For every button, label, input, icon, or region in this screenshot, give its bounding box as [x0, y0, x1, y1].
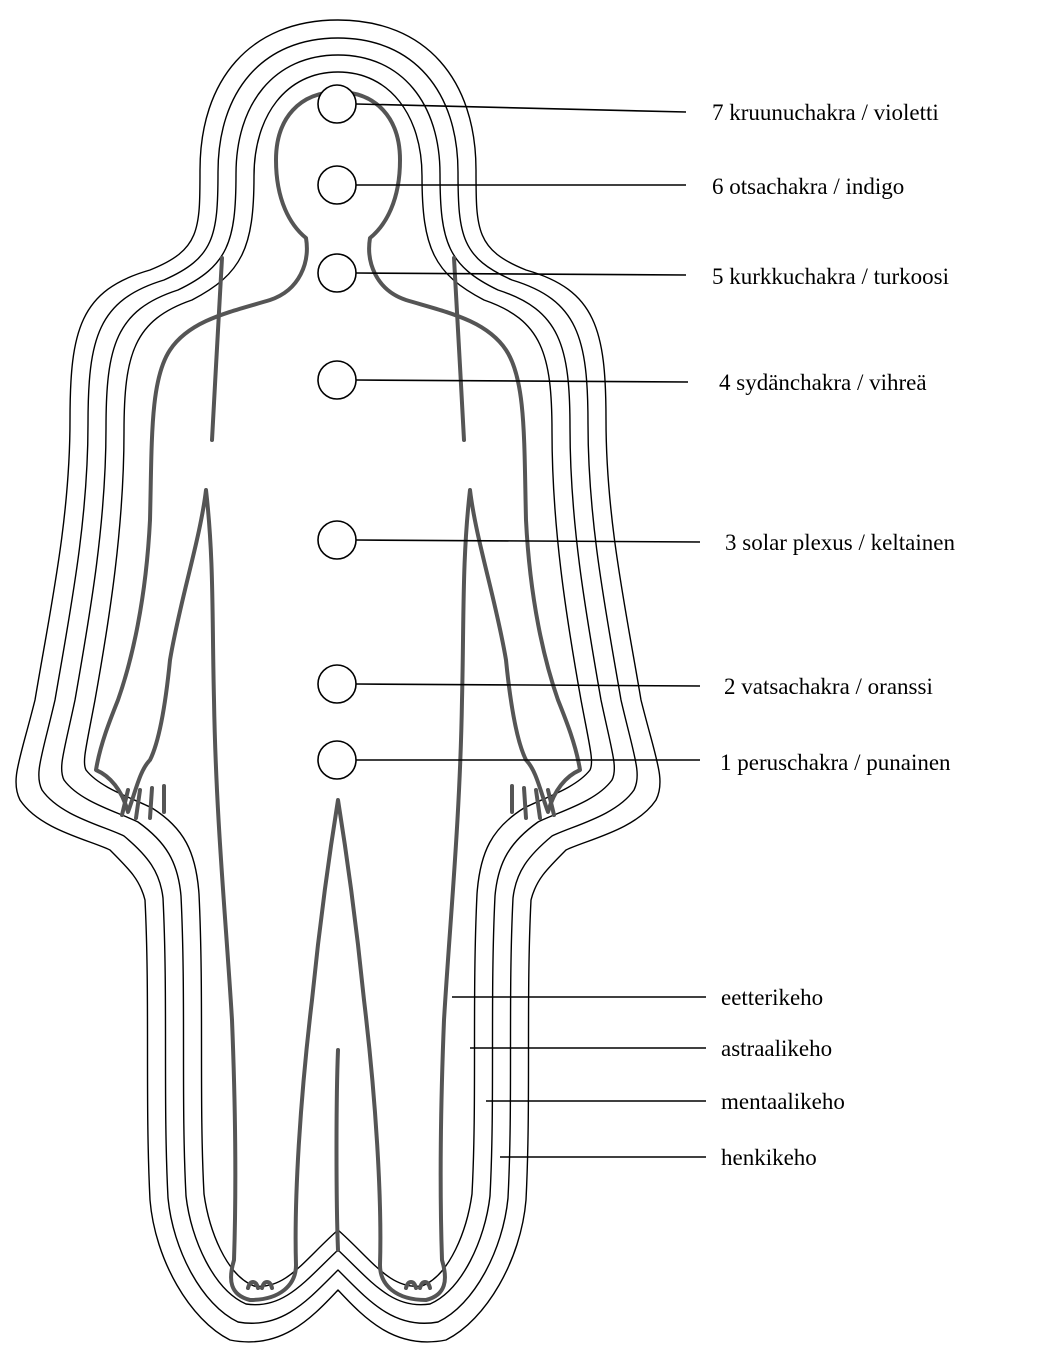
chakra-5-label: 5 kurkkuchakra / turkoosi	[712, 264, 949, 289]
chakra-1-label: 1 peruschakra / punainen	[720, 750, 951, 775]
chakra-2-label: 2 vatsachakra / oranssi	[724, 674, 933, 699]
mentaalikeho-label: mentaalikeho	[721, 1089, 845, 1114]
henkikeho-label: henkikeho	[721, 1145, 817, 1170]
body-layer-labels: eetterikeho astraalikeho mentaalikeho he…	[721, 985, 845, 1170]
chakra-5-circle	[318, 254, 356, 292]
chakra-1-circle	[318, 741, 356, 779]
chakra-7-circle	[318, 85, 356, 123]
chakra-3-label: 3 solar plexus / keltainen	[725, 530, 955, 555]
inner-leg-line	[337, 1050, 339, 1250]
chakra-5-leader	[356, 273, 686, 275]
astraalikeho-label: astraalikeho	[721, 1036, 832, 1061]
chakra-lines	[356, 104, 700, 760]
chakra-4-circle	[318, 361, 356, 399]
chakra-7-label: 7 kruunuchakra / violetti	[712, 100, 939, 125]
chakra-labels: 7 kruunuchakra / violetti 6 otsachakra /…	[712, 100, 955, 775]
chakra-4-label: 4 sydänchakra / vihreä	[719, 370, 927, 395]
chakra-6-label: 6 otsachakra / indigo	[712, 174, 904, 199]
chakra-3-circle	[318, 521, 356, 559]
chakra-4-leader	[356, 380, 688, 382]
chakra-2-leader	[356, 684, 700, 686]
body-layer-lines	[452, 997, 706, 1157]
chakra-2-circle	[318, 665, 356, 703]
chakra-3-leader	[356, 540, 700, 542]
chakra-circles	[318, 85, 356, 779]
eetterikeho-label: eetterikeho	[721, 985, 823, 1010]
chakra-6-circle	[318, 166, 356, 204]
